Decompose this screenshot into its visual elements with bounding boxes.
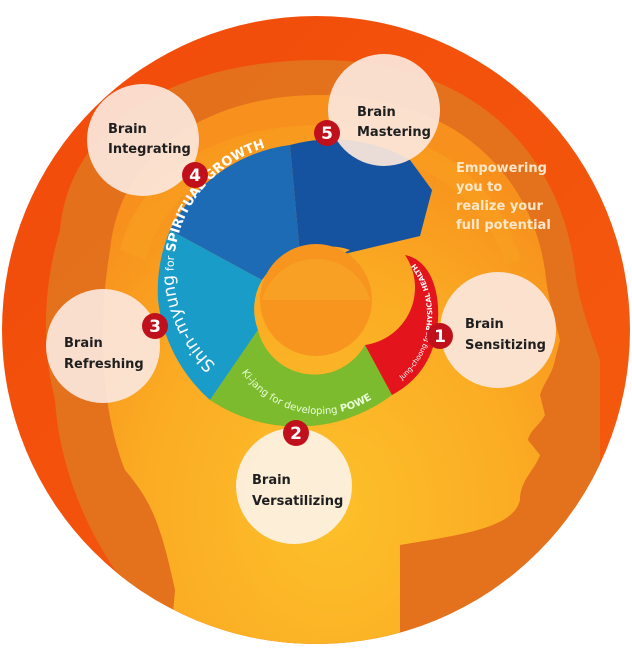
- ring-segment-red: [365, 255, 439, 395]
- svg-text:Integrating: Integrating: [108, 142, 191, 157]
- badge-5: [314, 120, 340, 146]
- stage-node-1: Brain Sensitizing 1: [427, 272, 556, 388]
- svg-text:realize your: realize your: [456, 199, 543, 214]
- stage-node-3: Brain Refreshing 3: [46, 289, 168, 403]
- svg-text:Brain: Brain: [465, 317, 504, 332]
- svg-text:Empowering: Empowering: [456, 161, 547, 176]
- svg-text:Refreshing: Refreshing: [64, 357, 144, 372]
- badge-4: [182, 162, 208, 188]
- svg-text:Versatilizing: Versatilizing: [252, 494, 343, 509]
- cycle-ring: [157, 139, 439, 427]
- ring-center-highlight: [262, 258, 370, 300]
- stage-node-4: Brain Integrating 4: [87, 84, 208, 196]
- svg-text:Brain: Brain: [64, 336, 103, 351]
- svg-text:Brain: Brain: [108, 122, 147, 137]
- badge-3: [142, 313, 168, 339]
- tagline: Empowering you to realize your full pote…: [456, 161, 551, 233]
- svg-text:3: 3: [149, 317, 161, 337]
- svg-text:full potential: full potential: [456, 218, 551, 233]
- svg-text:4: 4: [189, 166, 201, 186]
- svg-text:5: 5: [321, 124, 333, 144]
- ring-segment-blue: [170, 145, 300, 280]
- badge-2: [283, 420, 309, 446]
- ring-segment-green: [210, 330, 392, 427]
- stage-node-2: Brain Versatilizing 2: [236, 420, 352, 544]
- head-band: [120, 125, 520, 265]
- svg-text:Mastering: Mastering: [357, 125, 431, 140]
- svg-text:Brain: Brain: [357, 105, 396, 120]
- svg-text:Brain: Brain: [252, 473, 291, 488]
- svg-text:1: 1: [434, 327, 446, 347]
- svg-text:Sensitizing: Sensitizing: [465, 338, 546, 353]
- svg-text:you to: you to: [456, 180, 502, 195]
- badge-1: [427, 323, 453, 349]
- stage-node-5: Brain Mastering 5: [314, 54, 440, 166]
- ring-segment-teal: [157, 230, 262, 400]
- svg-text:2: 2: [290, 424, 302, 444]
- ring-segment-dark-blue-arrow: [290, 139, 436, 255]
